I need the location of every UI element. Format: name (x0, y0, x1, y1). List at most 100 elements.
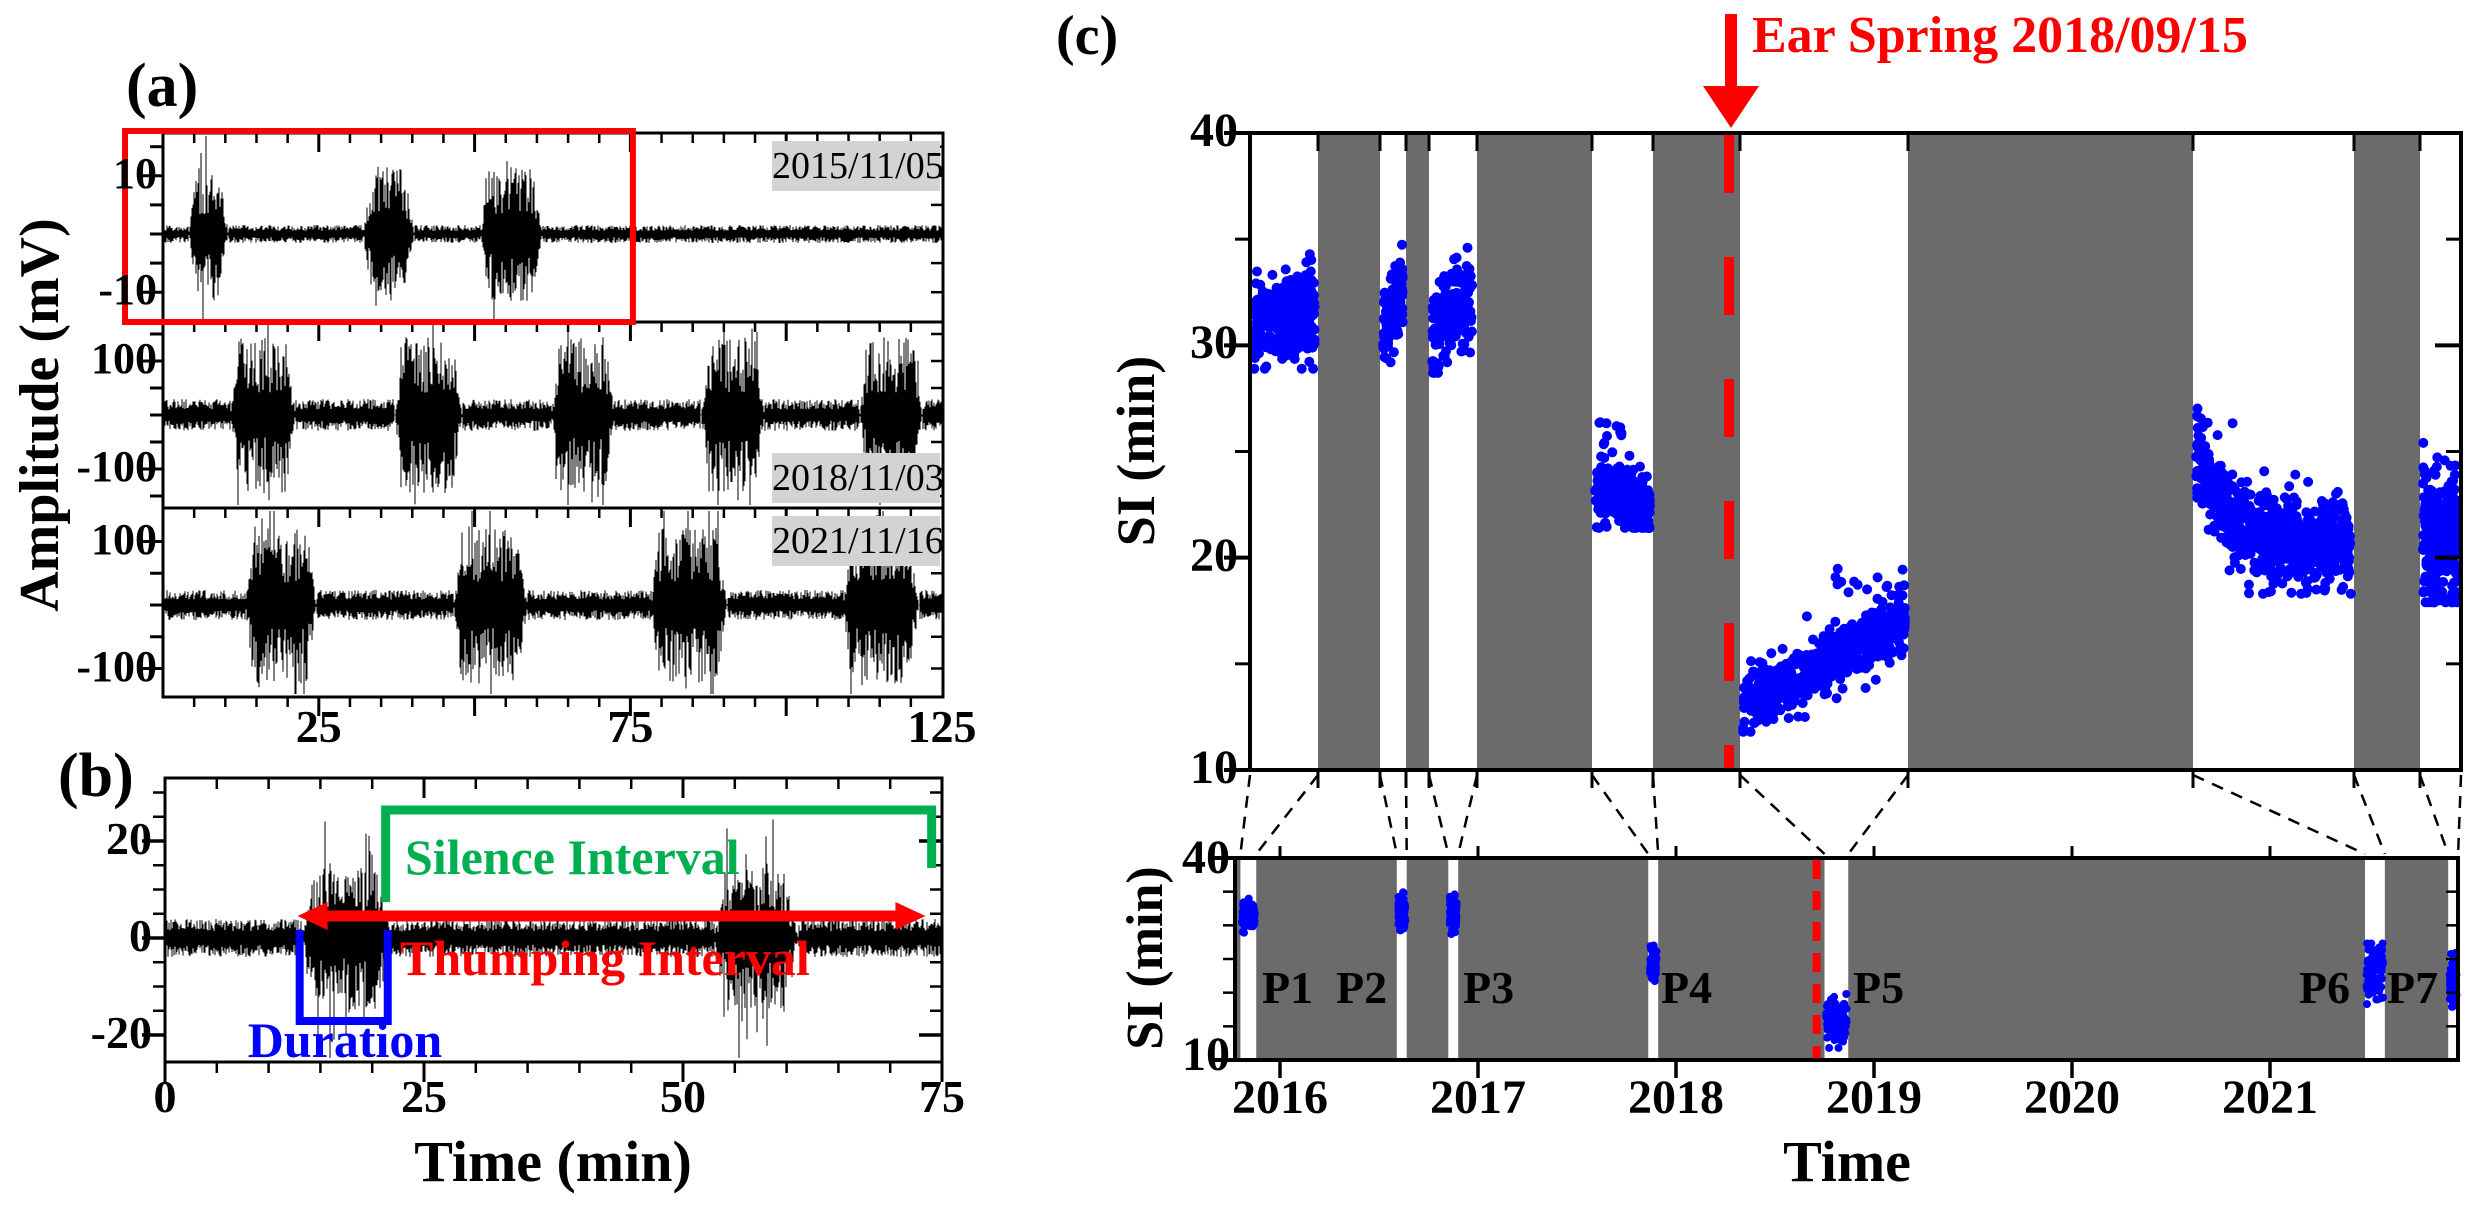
si-data-point (1615, 428, 1626, 438)
y-tick-label-panel-a: 10 (113, 149, 157, 199)
observation-period-slot (1396, 858, 1407, 1060)
si-data-point (1859, 619, 1870, 630)
si-data-point (2260, 521, 2271, 532)
si-data-point (2299, 538, 2310, 549)
si-strip-point (1823, 1033, 1832, 1042)
si-data-point (2432, 514, 2443, 525)
si-data-point (1875, 616, 1886, 627)
si-data-point (2318, 583, 2329, 594)
si-data-point (1380, 337, 1391, 348)
zoom-projection-line (1590, 774, 1650, 855)
si-data-point (1899, 603, 1910, 613)
data-gap-band (1406, 133, 1429, 770)
si-data-point (2208, 487, 2219, 498)
si-data-point (2224, 517, 2235, 527)
si-data-point (1251, 278, 1261, 289)
si-data-point (1430, 339, 1441, 350)
si-strip-point (1447, 910, 1456, 919)
si-strip-point (1451, 917, 1460, 926)
si-data-point (2449, 496, 2460, 507)
si-strip-point (2378, 939, 2387, 948)
year-tick-label: 2020 (2024, 1071, 2120, 1124)
si-data-point (2242, 511, 2253, 522)
si-data-point (1390, 273, 1400, 284)
si-strip-point (1245, 907, 1254, 916)
waveform-trace-2018/11/03 (164, 325, 942, 505)
si-data-point (1275, 334, 1286, 345)
si-data-point (2343, 556, 2354, 567)
si-data-point (2192, 439, 2203, 450)
si-data-point (2340, 547, 2351, 558)
si-data-point (1793, 678, 1804, 689)
silence-interval-label: Silence Interval (405, 829, 740, 885)
si-data-point (1746, 656, 1756, 667)
si-strip-point (1647, 971, 1656, 980)
si-data-point (1874, 648, 1885, 659)
zoom-projection-line (1378, 774, 1399, 855)
si-data-point (1273, 289, 1284, 300)
si-data-point (1451, 252, 1462, 263)
si-data-point (2338, 504, 2349, 515)
si-data-point (2227, 418, 2238, 429)
si-strip-point (1448, 926, 1456, 934)
period-label-P1: P1 (1262, 962, 1314, 1014)
si-data-point (1295, 281, 1306, 292)
si-strip-point (1241, 919, 1250, 928)
si-data-point (2440, 503, 2451, 514)
si-data-point (2288, 550, 2299, 561)
si-data-point (2318, 532, 2329, 543)
si-data-point (1816, 675, 1827, 686)
silence-interval-bracket (381, 805, 937, 902)
si-data-point (2445, 460, 2456, 471)
si-data-point (1602, 463, 1613, 474)
si-data-point (1818, 661, 1829, 672)
si-data-point (1459, 345, 1470, 356)
si-strip-point (1250, 919, 1259, 928)
si-data-point (1760, 689, 1771, 700)
si-data-point (2447, 580, 2458, 591)
si-strip-point (2362, 970, 2371, 979)
si-strip-point (2449, 965, 2458, 973)
si-data-point (1621, 499, 1632, 510)
si-data-point (1390, 261, 1401, 271)
si-data-point (2225, 532, 2235, 542)
si-data-point (1786, 691, 1797, 702)
si-data-point (1428, 330, 1439, 341)
si-data-point (1789, 658, 1799, 669)
y-tick-label-panel-b: -20 (90, 1007, 152, 1059)
si-data-point (2252, 561, 2262, 572)
si-data-point (1748, 691, 1759, 702)
si-data-point (2326, 554, 2337, 565)
si-data-point (1620, 484, 1631, 495)
si-data-point (2311, 569, 2322, 580)
si-data-point (2425, 518, 2435, 529)
si-strip-point (1394, 912, 1403, 921)
si-data-point (2301, 507, 2312, 518)
si-data-point (1843, 587, 1854, 598)
si-data-point (2301, 587, 2312, 598)
eruption-annotation: Ear Spring 2018/09/15 (1752, 7, 2249, 64)
si-data-point (1899, 615, 1910, 626)
si-data-point (2427, 589, 2438, 600)
si-data-point (1307, 342, 1318, 353)
si-data-point (1305, 323, 1316, 333)
y-tick-label-strip: 10 (1182, 1028, 1230, 1082)
si-data-point (1626, 511, 1636, 522)
si-data-point (1855, 662, 1866, 673)
zoom-projection-line (2352, 774, 2387, 855)
si-data-point (2424, 489, 2434, 500)
si-data-point (1288, 325, 1299, 336)
si-data-point (2202, 448, 2213, 459)
si-data-point (1267, 304, 1278, 314)
waveform-panel-b (166, 819, 941, 1058)
si-data-point (2194, 471, 2205, 482)
period-label-P7: P7 (2387, 962, 2439, 1014)
si-data-point (1741, 702, 1752, 713)
si-data-point (1261, 318, 1272, 329)
si-data-point (1284, 290, 1295, 301)
si-data-point (1824, 634, 1835, 645)
si-data-point (1642, 485, 1653, 496)
si-data-point (2443, 540, 2454, 551)
si-data-point (1397, 290, 1408, 301)
si-data-point (1742, 675, 1753, 686)
